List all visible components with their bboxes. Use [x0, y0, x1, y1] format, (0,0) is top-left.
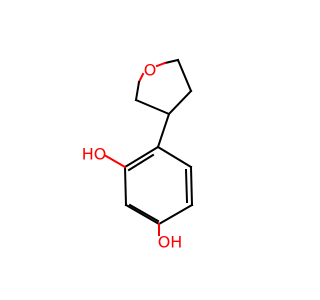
ring-oxygen-label: O	[144, 61, 157, 80]
bond-o-c2-carbon-part	[134, 80, 141, 102]
bond-c5-o-oxygen-part	[155, 61, 167, 68]
hydroxyl-lower-label: OH	[158, 233, 183, 252]
bond-c6-c1	[156, 145, 193, 169]
double-bond-inner-1	[127, 153, 155, 172]
double-bond-inner-2	[128, 203, 160, 223]
bond-hydroxyl-upper	[104, 154, 127, 169]
bond-c4-c5	[157, 203, 194, 226]
bond-c1-c2	[123, 145, 160, 169]
bond-thf-benzene	[156, 112, 171, 149]
bond-c3-c4	[167, 89, 193, 116]
bond-c4-c5	[176, 58, 193, 93]
bond-o-c2-oxygen-part	[137, 72, 145, 84]
hydroxyl-upper-label: HO	[82, 145, 107, 164]
bond-c5-o-carbon-part	[163, 58, 180, 65]
bond-c3-c4	[124, 203, 161, 226]
bond-c2-c3	[134, 98, 171, 116]
bond-c5-c6	[189, 165, 194, 207]
tetrahydrofuran-ring	[134, 58, 193, 116]
benzene-ring	[123, 145, 194, 226]
double-bond-inner-3	[184, 168, 189, 204]
bond-c2-c3	[123, 165, 128, 207]
molecule-structure-diagram: O HO OH	[81, 58, 194, 252]
